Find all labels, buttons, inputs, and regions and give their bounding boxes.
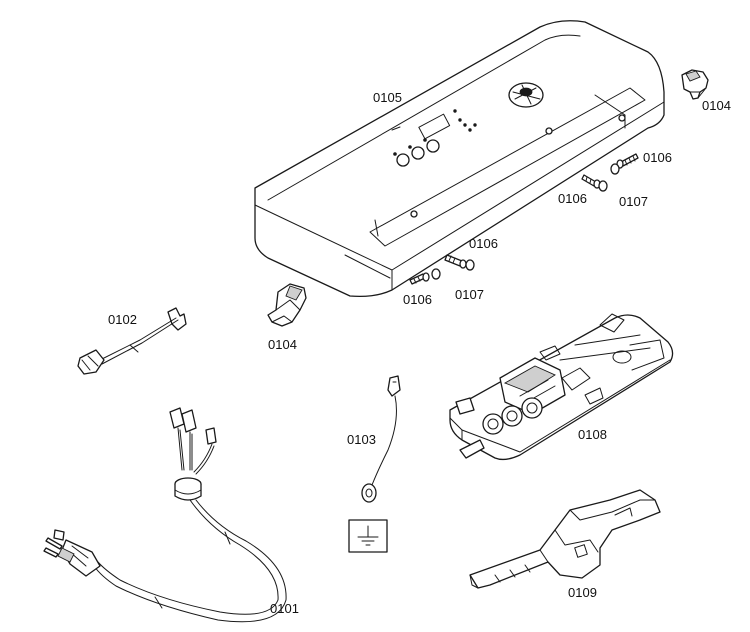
part-labels: 0105 0104 0106 0106 0107 0106 0106 0107 … (108, 90, 731, 616)
screw-0106-a (616, 153, 639, 169)
washer-0107-a (610, 163, 620, 175)
screw-0106-b (581, 174, 601, 189)
label-0104-left: 0104 (268, 337, 297, 352)
label-0107-b: 0107 (455, 287, 484, 302)
power-cord-0101 (43, 407, 287, 623)
label-0102: 0102 (108, 312, 137, 327)
label-0106-b: 0106 (558, 191, 587, 206)
ground-symbol-icon (348, 519, 388, 553)
label-0105: 0105 (373, 90, 402, 105)
clip-0104-right (681, 69, 709, 100)
control-panel-0105 (254, 20, 665, 298)
washer-0107-d (431, 268, 441, 280)
control-board-0108 (449, 313, 674, 461)
screw-0106-d (409, 272, 430, 285)
clip-0104-left (267, 283, 307, 327)
label-0106-d: 0106 (403, 292, 432, 307)
label-0103: 0103 (347, 432, 376, 447)
washer-0107-b (598, 180, 608, 192)
label-0106-c: 0106 (469, 236, 498, 251)
label-0107-a: 0107 (619, 194, 648, 209)
washer-0107-c (465, 259, 475, 271)
label-0101: 0101 (270, 601, 299, 616)
label-0106-a: 0106 (643, 150, 672, 165)
label-0108: 0108 (578, 427, 607, 442)
ground-wire-0103 (361, 375, 401, 503)
screw-0106-c (444, 254, 467, 269)
label-0109: 0109 (568, 585, 597, 600)
bracket-0109 (469, 489, 661, 589)
label-0104-top: 0104 (702, 98, 731, 113)
harness-0102 (77, 307, 187, 375)
